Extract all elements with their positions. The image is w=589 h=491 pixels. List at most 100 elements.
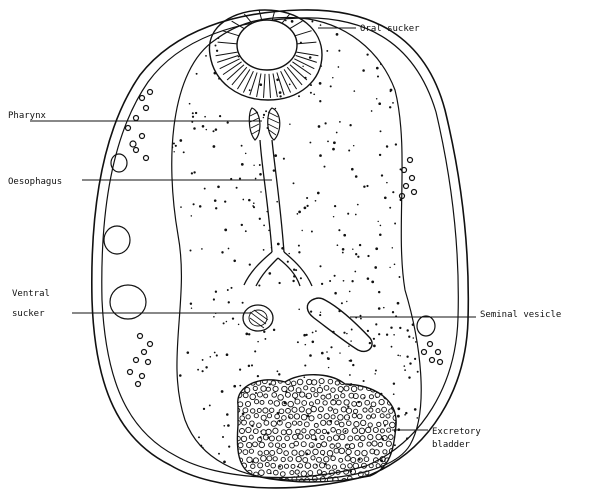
bladder-granule (261, 430, 266, 435)
stipple-dot (258, 284, 260, 286)
stipple-dot (297, 213, 299, 215)
label-excretory-bladder-2: bladder (432, 440, 471, 450)
bladder-granule (294, 441, 299, 446)
bladder-granule (296, 429, 301, 434)
stipple-dot (298, 95, 300, 97)
stipple-dot (191, 307, 192, 308)
pharynx (249, 108, 279, 140)
bladder-granule (385, 469, 390, 474)
bladder-granule (382, 380, 387, 385)
bladder-granule (266, 387, 270, 391)
bladder-granule (254, 414, 258, 418)
bladder-granule (339, 422, 344, 427)
bladder-granule (339, 458, 343, 462)
stipple-dot (193, 203, 195, 205)
stipple-dot (259, 173, 262, 176)
stipple-dot (417, 64, 419, 66)
stipple-dot (392, 311, 394, 313)
stipple-dot (313, 93, 315, 95)
bladder-granule (296, 388, 301, 393)
stipple-dot (380, 225, 382, 227)
bladder-granule (249, 478, 254, 483)
stipple-dot (355, 214, 357, 216)
stipple-dot (215, 128, 218, 131)
stipple-dot (289, 84, 291, 86)
bladder-granule (334, 448, 339, 453)
stipple-dot (400, 355, 401, 356)
stipple-dot (233, 260, 236, 263)
bladder-granule (320, 450, 324, 454)
stipple-dot (405, 81, 407, 83)
stipple-dot (278, 282, 280, 284)
oral-sucker-ray (237, 69, 250, 89)
bladder-granule (314, 423, 318, 427)
stipple-dot (392, 191, 394, 193)
stipple-dot (319, 265, 321, 267)
oral-sucker-ray (297, 52, 319, 56)
bladder-granule (341, 464, 346, 469)
stipple-dot (404, 227, 406, 229)
stipple-dot (168, 430, 170, 432)
stipple-dot (328, 367, 329, 368)
stipple-dot (389, 207, 391, 209)
stipple-dot (201, 248, 203, 250)
bladder-granule (243, 450, 248, 455)
stipple-dot (212, 130, 214, 132)
bladder-granule (368, 423, 372, 427)
stipple-dot (415, 341, 417, 343)
bladder-granule (355, 479, 359, 483)
bladder-granule (282, 386, 287, 391)
stipple-dot (347, 406, 349, 408)
bladder-granule (300, 392, 305, 397)
stipple-dot (341, 302, 343, 304)
stipple-dot (189, 442, 191, 444)
stipple-dot (241, 163, 244, 166)
stipple-dot (428, 268, 430, 270)
stipple-dot (344, 431, 346, 433)
stipple-dot (319, 314, 321, 316)
stipple-dot (397, 415, 400, 418)
bladder-granule (264, 394, 268, 398)
bladder-granule (396, 393, 401, 398)
stipple-dot (393, 334, 395, 336)
stipple-dot (161, 470, 164, 473)
stipple-dot (301, 230, 302, 231)
oral-sucker-ray (292, 62, 311, 75)
stipple-dot (263, 249, 265, 251)
stipple-dot (376, 98, 378, 100)
stipple-dot (334, 292, 337, 295)
bladder-granule (290, 471, 294, 475)
bladder-granule (396, 450, 401, 455)
stipple-dot (253, 165, 254, 166)
bladder-granule (302, 401, 307, 406)
stipple-dot (357, 204, 359, 206)
stipple-dot (193, 171, 195, 173)
stipple-dot (371, 110, 373, 112)
stipple-dot (241, 145, 243, 147)
bladder-granule (344, 386, 349, 391)
bladder-granule (392, 387, 397, 392)
stipple-dot (397, 407, 400, 410)
oral-sucker-ray (227, 65, 244, 80)
bladder-granule (281, 457, 285, 461)
bladder-granule (285, 436, 290, 441)
stipple-dot (354, 271, 356, 273)
stipple-dot (249, 89, 251, 91)
stipple-dot (346, 333, 347, 334)
bladder-granule (273, 386, 278, 391)
stipple-dot (219, 27, 220, 28)
stipple-dot (209, 464, 212, 467)
stipple-dot (265, 110, 267, 112)
stipple-dot (378, 102, 381, 105)
stipple-dot (367, 277, 370, 280)
stipple-dot (417, 271, 419, 273)
bladder-granule (323, 401, 327, 405)
stipple-dot (421, 337, 423, 339)
stipple-dot (327, 432, 330, 435)
stipple-dot (392, 247, 393, 248)
stipple-dot (242, 199, 244, 201)
stipple-dot (310, 310, 312, 312)
stipple-dot (319, 82, 322, 85)
stipple-dot (309, 56, 312, 59)
stipple-dot (363, 185, 365, 187)
